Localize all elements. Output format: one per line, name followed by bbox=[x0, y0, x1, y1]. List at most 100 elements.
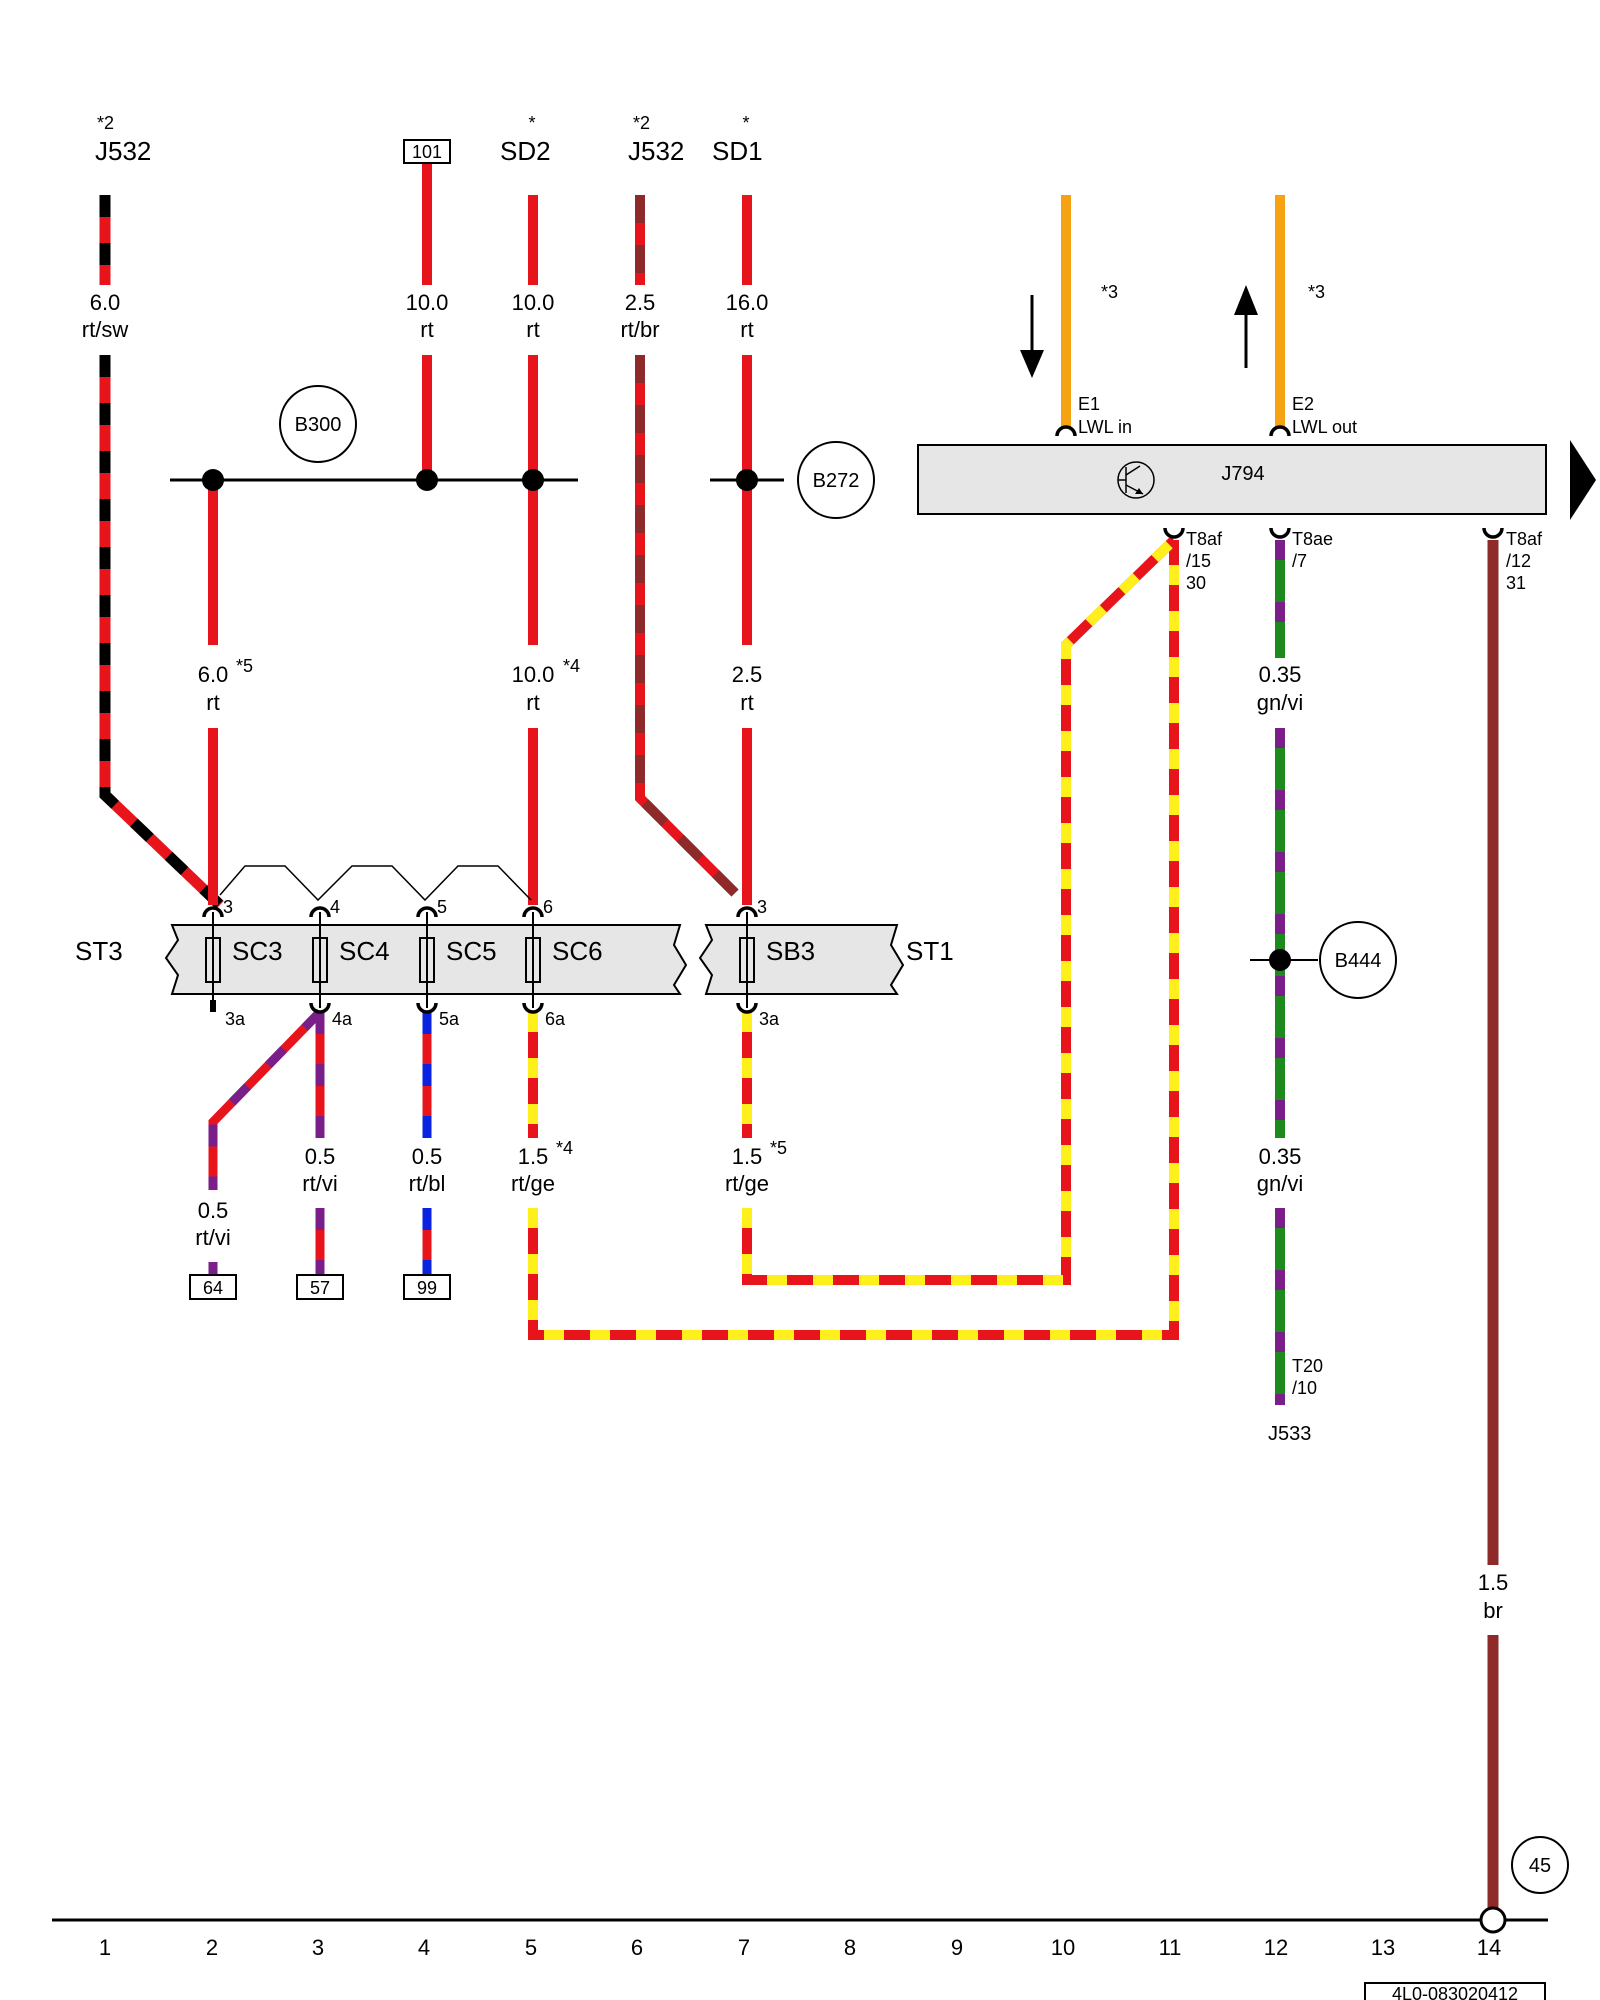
node-b300-left bbox=[202, 469, 224, 491]
circle-45-label: 45 bbox=[1529, 1855, 1551, 1877]
wire-rt-ge-sb3-stripe bbox=[742, 536, 1178, 1285]
pin-a-line1: T8af bbox=[1186, 529, 1223, 549]
pin-c-line1: T8af bbox=[1506, 529, 1543, 549]
wire-label-size: 0.5 bbox=[198, 1198, 229, 1223]
wire-label-note: *4 bbox=[556, 1138, 573, 1158]
pin-c-line2: /12 bbox=[1506, 551, 1531, 571]
circle-b444-label: B444 bbox=[1335, 950, 1382, 972]
wire-label-size: 2.5 bbox=[625, 290, 656, 315]
e1-desc: LWL in bbox=[1078, 417, 1132, 437]
e2-desc: LWL out bbox=[1292, 417, 1357, 437]
terminal-57 bbox=[296, 1274, 344, 1300]
cup-sb3-bot bbox=[736, 1002, 758, 1014]
circle-b444 bbox=[1319, 921, 1397, 999]
pin-label: 3a bbox=[225, 1009, 246, 1029]
sd2-label: SD2 bbox=[500, 136, 551, 166]
terminal-99-label: 99 bbox=[417, 1278, 437, 1298]
wire-rt-sw-stripe bbox=[99, 195, 224, 909]
cup-sc3-top bbox=[202, 906, 224, 918]
terminal-57-label: 57 bbox=[310, 1278, 330, 1298]
pin-b-line2: /7 bbox=[1292, 551, 1307, 571]
pin-label: 3 bbox=[223, 897, 233, 917]
circle-b272 bbox=[797, 441, 875, 519]
ground-number: 5 bbox=[525, 1935, 537, 1960]
wire-label-size: 1.5 bbox=[1478, 1570, 1509, 1595]
pin-label: 5a bbox=[439, 1009, 460, 1029]
cup-t8af15 bbox=[1163, 527, 1185, 539]
e2-pin: E2 bbox=[1292, 394, 1314, 414]
wire-rt-sw bbox=[99, 195, 224, 909]
fuse-jumpers bbox=[219, 865, 532, 902]
sd1-label: SD1 bbox=[712, 136, 763, 166]
reference-circles bbox=[279, 385, 1569, 1894]
pin-label: 4 bbox=[330, 897, 340, 917]
ground-number: 10 bbox=[1051, 1935, 1075, 1960]
cup-sc4-bot bbox=[309, 1002, 331, 1014]
wire-label-color: gn/vi bbox=[1257, 1171, 1303, 1196]
ground-number: 4 bbox=[418, 1935, 430, 1960]
st3-label: ST3 bbox=[75, 936, 123, 966]
control-unit-j794 bbox=[917, 285, 1596, 520]
pin-label: 6 bbox=[543, 897, 553, 917]
wire-label-size: 0.5 bbox=[305, 1144, 336, 1169]
pin-label: 3 bbox=[757, 897, 767, 917]
wire-label-size: 10.0 bbox=[512, 662, 555, 687]
wire-label-note: *5 bbox=[770, 1138, 787, 1158]
fuse-box-st1-body bbox=[698, 924, 905, 995]
labels: *2 J532 101 * SD2 *2 J532 * SD1 6.0 rt/s… bbox=[75, 113, 1551, 2000]
e2-note: *3 bbox=[1308, 282, 1325, 302]
wire-label-color: gn/vi bbox=[1257, 690, 1303, 715]
footer-code: 4L0-083020412 bbox=[1392, 1984, 1518, 2000]
ground-number: 2 bbox=[206, 1935, 218, 1960]
terminal-boxes bbox=[189, 139, 451, 1300]
wire-label-size: 16.0 bbox=[726, 290, 769, 315]
footer-code-box bbox=[1364, 1982, 1546, 2000]
fuse-label: SC4 bbox=[339, 936, 390, 966]
bus-lines bbox=[170, 469, 1291, 971]
j533-label: J533 bbox=[1268, 1423, 1311, 1445]
j532a-label: J532 bbox=[95, 136, 151, 166]
wire-rt-br-stripe bbox=[635, 195, 739, 897]
wire-label-size: 0.5 bbox=[412, 1144, 443, 1169]
j794-label: J794 bbox=[1221, 463, 1264, 485]
pin-label: 4a bbox=[332, 1009, 353, 1029]
wire-label-note: *5 bbox=[236, 656, 253, 676]
cup-sc5-top bbox=[416, 906, 438, 918]
e1-note: *3 bbox=[1101, 282, 1118, 302]
node-b444 bbox=[1269, 949, 1291, 971]
ground-number: 8 bbox=[844, 1935, 856, 1960]
wire-label-color: rt/ge bbox=[511, 1171, 555, 1196]
wire-label-size: 0.35 bbox=[1259, 1144, 1302, 1169]
ground-number: 7 bbox=[738, 1935, 750, 1960]
wire-label-color: br bbox=[1483, 1598, 1503, 1623]
cup-sb3-top bbox=[736, 906, 758, 918]
ground-number: 9 bbox=[951, 1935, 963, 1960]
wire-label-size: 1.5 bbox=[732, 1144, 763, 1169]
box101-label: 101 bbox=[412, 142, 442, 162]
wire-label-size: 0.35 bbox=[1259, 662, 1302, 687]
wire-label-color: rt bbox=[526, 690, 539, 715]
circle-b300-label: B300 bbox=[295, 414, 342, 436]
circle-45 bbox=[1511, 1836, 1569, 1894]
arrow-down-icon bbox=[1020, 295, 1044, 378]
wire-label-size: 1.5 bbox=[518, 1144, 549, 1169]
cup-sc5-bot bbox=[416, 1002, 438, 1014]
j532b-note: *2 bbox=[633, 113, 650, 133]
pin-a-line2: /15 bbox=[1186, 551, 1211, 571]
wire-label-color: rt bbox=[420, 317, 433, 342]
wire-label-color: rt/br bbox=[620, 317, 659, 342]
cup-sc6-top bbox=[522, 906, 544, 918]
wire-label-size: 6.0 bbox=[198, 662, 229, 687]
ground-bus bbox=[52, 1906, 1548, 1934]
connector-cups bbox=[202, 425, 1504, 1014]
j532b-label: J532 bbox=[628, 136, 684, 166]
wire-label-size: 2.5 bbox=[732, 662, 763, 687]
ground-number: 14 bbox=[1477, 1935, 1501, 1960]
cup-sc6-bot bbox=[522, 1002, 544, 1014]
ground-number: 3 bbox=[312, 1935, 324, 1960]
wire-label-color: rt/vi bbox=[302, 1171, 337, 1196]
wire-rt-ge-sc6-stripe bbox=[528, 540, 1179, 1340]
wire-label-color: rt bbox=[740, 317, 753, 342]
fuse-label: SC6 bbox=[552, 936, 603, 966]
